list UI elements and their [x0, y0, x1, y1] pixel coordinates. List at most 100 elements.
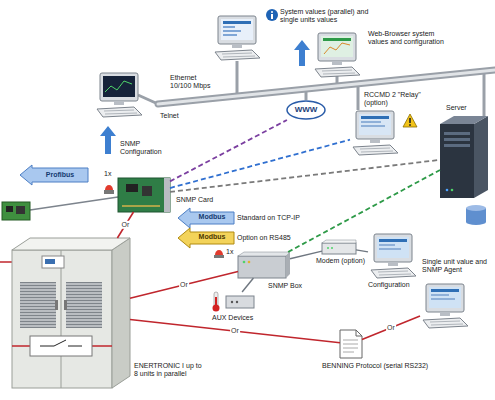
warning-symbol: [409, 118, 411, 123]
www-cloud: WWW: [286, 100, 326, 120]
ethernet-pipe: [483, 71, 486, 116]
unit-count: 1x: [104, 170, 111, 178]
snmp-card: SNMP Card: [118, 178, 170, 212]
ups-cabinet: [68, 346, 82, 347]
ups-cabinet: ENERTRONIC I up to 8 units in parallel: [12, 238, 130, 388]
bus-arrow-label: Modbus: [190, 233, 234, 241]
node-label: Server: [446, 104, 467, 112]
computer-icon: [379, 248, 401, 250]
node-label: AUX Devices: [212, 314, 253, 322]
document-icon: BENNING Protocol (serial RS232): [340, 330, 362, 358]
node-label: Web-Browser system values and configurat…: [368, 30, 448, 47]
computer-icon: [323, 38, 351, 41]
server-tower: [440, 116, 488, 198]
computer-icon: [105, 81, 132, 92]
computer-icon: [379, 244, 395, 246]
modem: [322, 243, 356, 254]
node-label: SNMP Card: [176, 196, 213, 204]
node-label: BENNING Protocol (serial RS232): [322, 362, 428, 370]
connector: [130, 320, 340, 343]
snmp-card: [126, 184, 138, 192]
upload-arrow: [100, 126, 116, 154]
modbus-arrow: [178, 228, 234, 248]
ups-cabinet: [66, 282, 102, 328]
computer-icon: [379, 239, 407, 242]
snmp-box: [248, 261, 251, 264]
computer-icon: [431, 294, 449, 296]
bus-arrow-label: Profibus: [32, 171, 88, 179]
connector: [242, 278, 253, 292]
ups-cabinet: [40, 346, 54, 347]
aux-devices: [231, 301, 233, 303]
snmp-box: SNMP Box: [238, 252, 290, 278]
server-tower: Server: [440, 116, 488, 198]
ups-cabinet: [92, 345, 112, 347]
connector: [170, 160, 440, 192]
profibus-arrow: [20, 165, 88, 185]
computer-icon: [223, 30, 241, 32]
network-label: Ethernet 10/100 Mbps: [170, 74, 215, 91]
ups-cabinet: [30, 336, 92, 356]
database-cylinder: [466, 205, 486, 211]
snmp-card: [142, 186, 152, 196]
node-label: Single unit value and SNMP Agent: [422, 258, 490, 275]
alarm-beacon: [214, 250, 224, 258]
alarm-beacon: [104, 185, 114, 194]
ups-cabinet: [0, 261, 12, 263]
connector-label: Or: [121, 221, 131, 229]
computer-icon: [103, 76, 135, 97]
document-icon: [343, 344, 358, 345]
document-icon: [343, 348, 358, 349]
ethernet-pipe: [236, 61, 239, 96]
profibus-device: [6, 206, 13, 212]
connector: [130, 271, 238, 298]
alarm-beacon: [105, 185, 113, 190]
oval-outline: [287, 101, 325, 119]
connector: [362, 316, 420, 339]
snmp-card: [118, 178, 170, 212]
computer-icon: [97, 73, 142, 117]
modbus-arrow: [178, 228, 234, 248]
modem: [322, 240, 356, 254]
computer-icon: SNMP Configuration: [94, 72, 144, 118]
upload-arrow: [100, 126, 116, 154]
computer-icon: [423, 284, 468, 328]
modbus-arrow: [178, 208, 234, 228]
ups-cabinet: [45, 259, 55, 264]
protocol-note: Standard on TCP-IP: [237, 214, 300, 222]
computer-icon: [377, 237, 409, 258]
upload-arrow: [294, 40, 310, 66]
computer-icon: [431, 289, 459, 292]
profibus-arrow: [20, 165, 88, 185]
modem: [327, 247, 329, 249]
snmp-box: [238, 256, 286, 278]
database-cylinder: [466, 219, 486, 225]
computer-icon: [353, 111, 398, 155]
ups-cabinet: [12, 250, 112, 388]
computer-icon: Web-Browser system values and configurat…: [312, 32, 362, 78]
computer-icon: [361, 121, 381, 123]
document-icon: [340, 330, 362, 358]
snmp-box: [286, 252, 290, 278]
snmp-box: [243, 261, 246, 264]
warning-symbol: [403, 114, 417, 127]
ups-cabinet: [55, 300, 58, 310]
ups-cabinet: [61, 250, 62, 388]
ups-cabinet: [112, 238, 130, 388]
node-label: RCCMD 2 "Relay" (option): [364, 91, 436, 108]
unit-count: 1x: [226, 248, 233, 256]
ups-cabinet: [64, 300, 67, 310]
modem: Modem (option): [322, 240, 356, 254]
node-label: ENERTRONIC I up to 8 units in parallel: [134, 362, 204, 379]
computer-icon: [215, 16, 260, 60]
server-tower: [444, 144, 470, 147]
computer-icon: [321, 36, 353, 57]
aux-devices: [213, 292, 255, 312]
ups-cabinet: [12, 238, 130, 250]
ethernet-pipe: [357, 84, 360, 110]
server-tower: [444, 132, 470, 135]
document-icon: [343, 340, 358, 341]
